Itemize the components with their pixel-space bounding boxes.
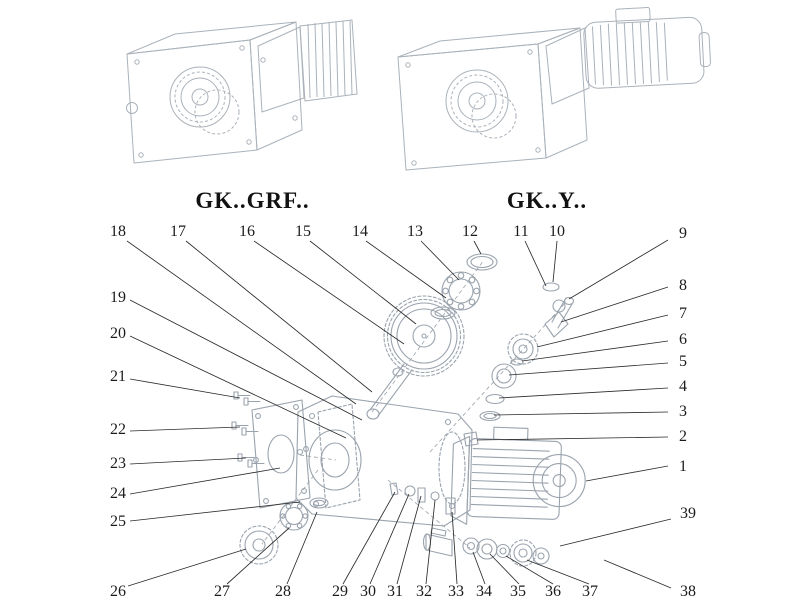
leader-line-27 bbox=[226, 527, 290, 585]
input-pinion-shaft bbox=[463, 282, 575, 447]
leader-line-37 bbox=[526, 559, 590, 585]
leader-line-38 bbox=[603, 559, 672, 589]
part-number-20: 20 bbox=[110, 325, 126, 342]
bolt bbox=[231, 391, 265, 468]
leader-line-17 bbox=[185, 240, 373, 393]
part-number-5: 5 bbox=[679, 353, 687, 370]
part-number-21: 21 bbox=[110, 368, 126, 385]
leader-line-28 bbox=[286, 511, 318, 585]
leader-line-2 bbox=[476, 436, 669, 441]
part-number-12: 12 bbox=[462, 223, 478, 240]
leader-line-34 bbox=[472, 551, 486, 585]
leader-line-39 bbox=[559, 518, 672, 547]
leader-line-8 bbox=[560, 286, 669, 323]
part-number-11: 11 bbox=[513, 223, 528, 240]
motor-body bbox=[450, 426, 586, 525]
part-number-1: 1 bbox=[679, 458, 687, 475]
part-number-23: 23 bbox=[110, 455, 126, 472]
part-number-8: 8 bbox=[679, 277, 687, 294]
leader-line-36 bbox=[505, 555, 554, 585]
leader-line-25 bbox=[129, 501, 301, 522]
leader-line-32 bbox=[425, 499, 436, 585]
part-number-19: 19 bbox=[110, 289, 126, 306]
part-number-13: 13 bbox=[407, 223, 423, 240]
part-number-7: 7 bbox=[679, 305, 687, 322]
leader-line-10 bbox=[552, 240, 558, 283]
exploded-view-drawing bbox=[231, 253, 586, 567]
leader-line-22 bbox=[129, 426, 241, 432]
motor-top-view bbox=[583, 7, 711, 89]
leader-line-7 bbox=[536, 314, 669, 348]
part-number-38: 38 bbox=[680, 583, 696, 600]
part-number-33: 33 bbox=[448, 583, 464, 600]
part-number-9: 9 bbox=[679, 225, 687, 242]
leader-line-29 bbox=[342, 491, 396, 585]
output-bearing-and-rings bbox=[430, 253, 498, 320]
part-number-29: 29 bbox=[332, 583, 348, 600]
leader-line-11 bbox=[524, 240, 547, 287]
leader-line-26 bbox=[127, 548, 247, 587]
leader-line-20 bbox=[129, 335, 347, 439]
leader-line-19 bbox=[129, 299, 363, 421]
leader-line-5 bbox=[508, 362, 669, 376]
leader-line-1 bbox=[585, 465, 669, 482]
part-number-22: 22 bbox=[110, 421, 126, 438]
part-number-35: 35 bbox=[510, 583, 526, 600]
part-number-36: 36 bbox=[545, 583, 561, 600]
part-number-34: 34 bbox=[476, 583, 492, 600]
leader-line-21 bbox=[129, 378, 241, 399]
gearmotor-assembled-view-y bbox=[397, 7, 711, 171]
cover-plate-gasket-bolts bbox=[231, 391, 361, 509]
leader-line-4 bbox=[498, 387, 669, 399]
model-label-gk-grf: GK..GRF.. bbox=[195, 188, 310, 213]
leader-line-9 bbox=[568, 239, 669, 300]
part-number-2: 2 bbox=[679, 428, 687, 445]
leader-line-33 bbox=[451, 511, 458, 585]
model-label-gk-y: GK..Y.. bbox=[506, 188, 588, 213]
leader-line-3 bbox=[493, 411, 669, 416]
part-number-27: 27 bbox=[214, 583, 230, 600]
leader-line-31 bbox=[396, 495, 422, 585]
leader-line-13 bbox=[420, 240, 460, 281]
part-number-32: 32 bbox=[416, 583, 432, 600]
part-number-17: 17 bbox=[170, 223, 186, 240]
leader-line-6 bbox=[521, 340, 669, 362]
part-number-37: 37 bbox=[582, 583, 598, 600]
leader-line-30 bbox=[369, 493, 410, 585]
part-number-39: 39 bbox=[680, 505, 696, 522]
part-number-30: 30 bbox=[360, 583, 376, 600]
part-number-15: 15 bbox=[295, 223, 311, 240]
gearbox-assembled-view-grf bbox=[126, 19, 358, 164]
leader-line-15 bbox=[309, 240, 417, 325]
part-number-25: 25 bbox=[110, 513, 126, 530]
adapter-small-parts bbox=[389, 482, 456, 515]
leader-line-23 bbox=[129, 457, 247, 465]
part-number-26: 26 bbox=[110, 583, 126, 600]
helical-gear-and-shaft bbox=[366, 295, 465, 420]
part-number-24: 24 bbox=[110, 485, 126, 502]
part-number-18: 18 bbox=[110, 223, 126, 240]
part-number-3: 3 bbox=[679, 403, 687, 420]
leader-line-16 bbox=[253, 240, 405, 345]
part-number-4: 4 bbox=[679, 378, 687, 395]
leader-line-12 bbox=[473, 240, 482, 255]
part-number-31: 31 bbox=[387, 583, 403, 600]
part-number-28: 28 bbox=[275, 583, 291, 600]
part-number-14: 14 bbox=[352, 223, 368, 240]
lower-gear-and-bearing bbox=[239, 497, 329, 565]
part-number-16: 16 bbox=[239, 223, 255, 240]
part-number-10: 10 bbox=[549, 223, 565, 240]
leader-line-14 bbox=[365, 240, 447, 299]
part-number-6: 6 bbox=[679, 331, 687, 348]
leader-line-18 bbox=[126, 240, 357, 405]
output-shaft-parts bbox=[422, 527, 550, 567]
leader-line-35 bbox=[489, 553, 520, 585]
leader-line-24 bbox=[129, 467, 281, 495]
